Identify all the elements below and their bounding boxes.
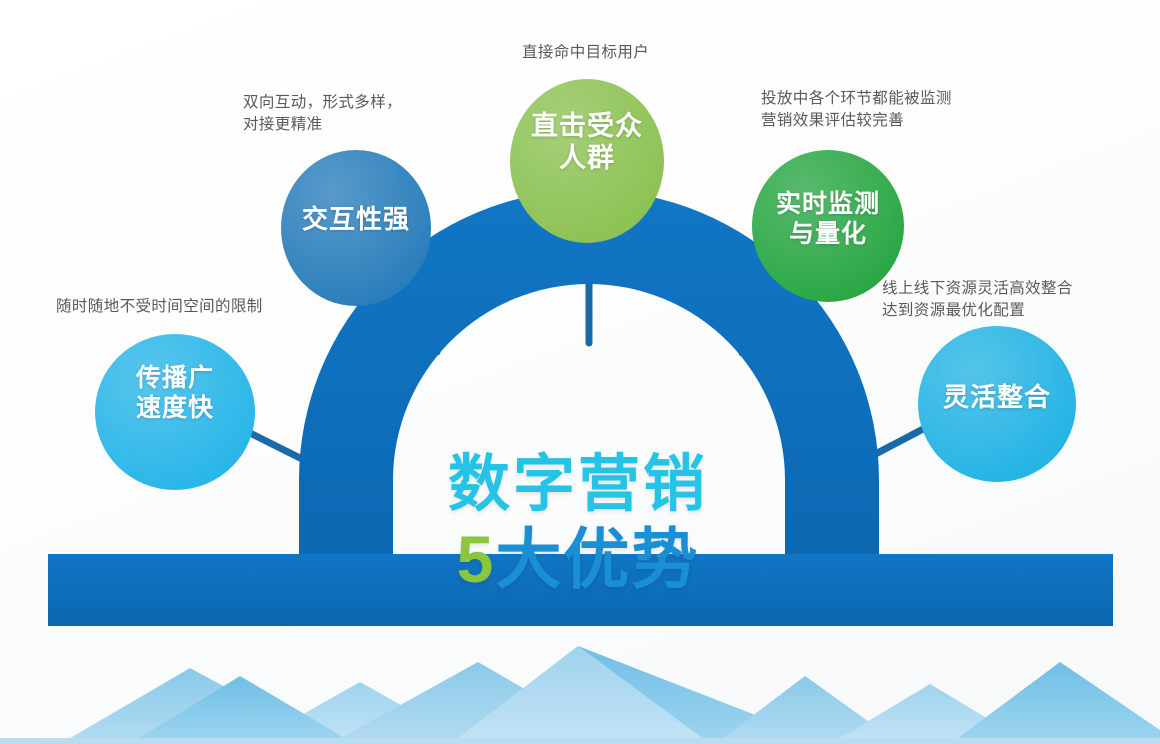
advantage-4-caption: 投放中各个环节都能被监测 营销效果评估较完善: [761, 90, 952, 130]
bubble-1[interactable]: [95, 334, 255, 490]
mountain-right-1: [715, 676, 900, 744]
advantage-5-caption: 线上线下资源灵活高效整合 达到资源最优化配置: [882, 280, 1073, 320]
mountain-range: [0, 646, 1160, 744]
mountain-right-3: [950, 662, 1160, 744]
arch-shape: [48, 190, 1113, 626]
advantage-1-caption: 随时随地不受时间空间的限制: [56, 298, 263, 315]
advantage-3-caption: 直接命中目标用户: [522, 44, 650, 61]
mountain-main-1: [130, 676, 355, 744]
bubble-3[interactable]: [510, 79, 664, 243]
bubble-2[interactable]: [281, 150, 431, 306]
bubble-5[interactable]: [918, 326, 1076, 482]
advantage-2-caption: 双向互动，形式多样， 对接更精准: [243, 94, 403, 134]
bubble-4[interactable]: [752, 150, 904, 302]
mountain-baseline: [0, 738, 1160, 744]
advantage-bubbles: [95, 79, 1076, 490]
mountain-peak-center: [450, 646, 710, 744]
arch-base: [48, 554, 1113, 626]
